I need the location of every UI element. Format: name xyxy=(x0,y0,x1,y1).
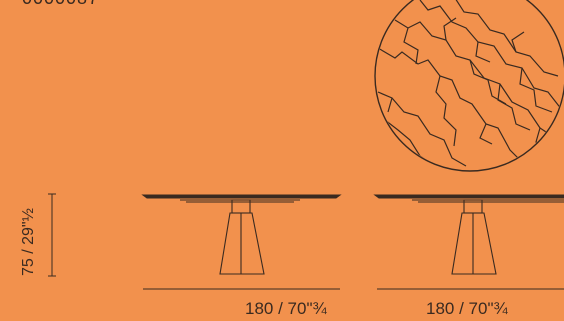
marble-swatch-icon xyxy=(374,0,564,172)
product-code: 0000087 xyxy=(22,0,99,9)
table-side-view-icon xyxy=(373,194,564,275)
width-label-right: 180 / 70"¾ xyxy=(426,299,508,318)
table-side-view-icon xyxy=(141,194,342,275)
height-dimension-line xyxy=(48,193,56,277)
width-label-left: 180 / 70"¾ xyxy=(245,299,327,318)
height-label: 75 / 29"½ xyxy=(20,208,37,276)
